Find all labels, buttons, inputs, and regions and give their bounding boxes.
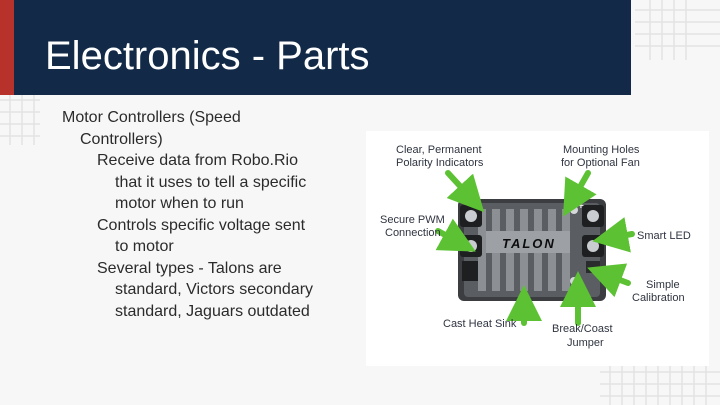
talon-diagram-svg: TALON + + Clear, Permanent Polarity Indi…	[380, 144, 691, 349]
label-calibration: Simple	[646, 279, 680, 291]
bullet-receive-data: Receive data from Robo.Rio that it uses …	[0, 150, 370, 215]
bullet-line: that it uses to tell a specific	[115, 173, 307, 191]
label-mounting-holes: for Optional Fan	[561, 157, 640, 169]
talon-diagram: TALON + + Clear, Permanent Polarity Indi…	[366, 131, 709, 366]
plus-mark: +	[578, 201, 584, 212]
label-pwm: Connection	[385, 227, 441, 239]
bullet-motor-controllers: Motor Controllers (Speed Controllers)	[0, 107, 370, 150]
title-bar	[0, 0, 631, 95]
slide-title: Electronics - Parts	[45, 34, 370, 78]
bullet-several-types: Several types - Talons are standard, Vic…	[0, 258, 370, 323]
label-calibration: Calibration	[632, 292, 685, 304]
bullet-line: Receive data from Robo.Rio	[97, 152, 298, 169]
label-polarity: Clear, Permanent	[396, 144, 482, 156]
bullet-line: standard, Victors secondary	[115, 281, 314, 298]
bullet-line: Several types - Talons are	[97, 259, 282, 277]
label-jumper: Jumper	[567, 337, 604, 349]
callout-arrows	[435, 170, 635, 326]
title-accent	[0, 0, 14, 95]
talon-controller-image: TALON + +	[458, 199, 606, 301]
label-smart-led: Smart LED	[637, 230, 691, 242]
bullet-line: motor when to run	[115, 195, 244, 212]
label-mounting-holes: Mounting Holes	[563, 144, 640, 156]
label-heat-sink: Cast Heat Sink	[443, 318, 517, 330]
bullet-line: to motor	[115, 238, 174, 255]
bullet-controls-voltage: Controls specific voltage sent to motor	[0, 215, 370, 258]
bullet-line: standard, Jaguars outdated	[115, 302, 310, 320]
bullet-line: Motor Controllers (Speed	[62, 109, 241, 126]
talon-logo: TALON	[502, 236, 556, 251]
bullet-line: Controllers)	[80, 130, 163, 148]
label-jumper: Break/Coast	[552, 323, 613, 335]
label-pwm: Secure PWM	[380, 214, 445, 226]
bullet-line: Controls specific voltage sent	[97, 216, 306, 234]
label-polarity: Polarity Indicators	[396, 157, 484, 169]
bullet-list: Motor Controllers (Speed Controllers) Re…	[0, 107, 370, 322]
